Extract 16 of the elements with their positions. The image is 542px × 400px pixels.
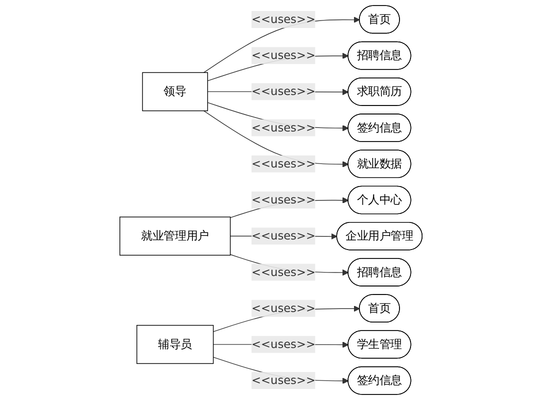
arrow [203, 16, 360, 73]
node-box: 领导 [142, 72, 208, 112]
node-box: 就业管理用户 [120, 216, 231, 256]
edge-label: <<uses>> [252, 48, 316, 62]
edge-label: <<uses>> [252, 156, 316, 170]
edge-label: <<uses>> [252, 229, 316, 242]
edge-label: <<uses>> [252, 265, 316, 279]
edge-label: <<uses>> [252, 373, 316, 387]
edge-label: <<uses>> [252, 12, 316, 26]
edge-label: <<uses>> [252, 84, 316, 98]
edge-label: <<uses>> [252, 192, 316, 206]
edge-label: <<uses>> [252, 301, 316, 315]
arrow [203, 110, 349, 168]
edge-label: <<uses>> [252, 337, 316, 351]
edge-label: <<uses>> [252, 120, 316, 134]
node-box: 辅导员 [136, 324, 214, 364]
